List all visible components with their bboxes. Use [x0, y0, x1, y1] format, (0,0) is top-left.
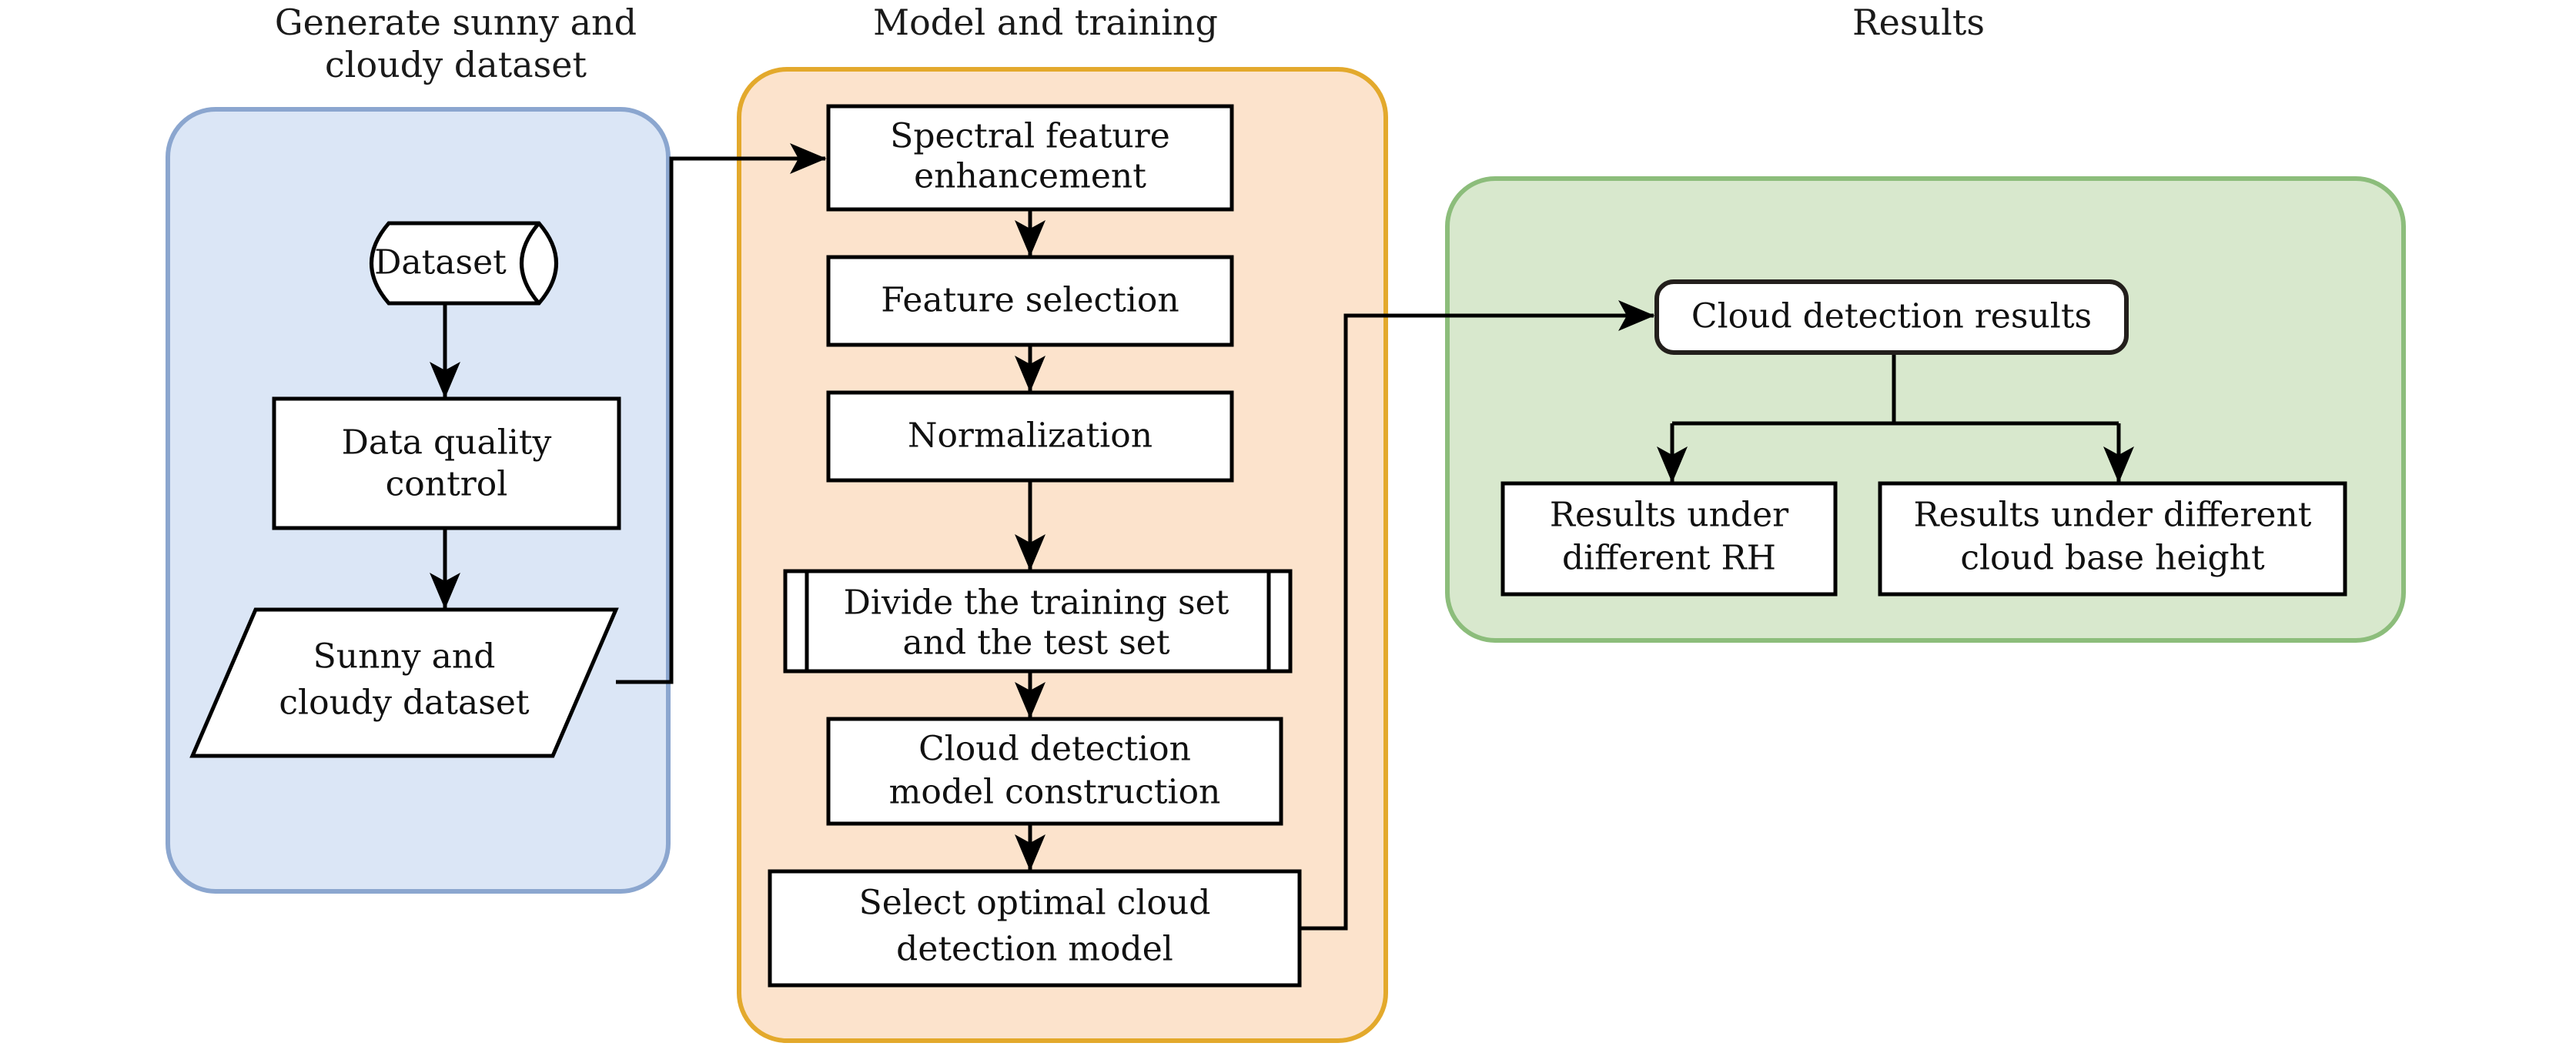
results-rh-label-line1: Results under [1550, 496, 1789, 535]
select-optimal-model-label-line1: Select optimal cloud [859, 884, 1211, 923]
model-construction-label-line2: model construction [889, 773, 1221, 812]
model-construction-label-line1: Cloud detection [918, 730, 1191, 769]
panel-generate-title-line2: cloudy dataset [325, 44, 587, 85]
feature-selection-label: Feature selection [881, 281, 1179, 320]
panel-generate-title-line1: Generate sunny and [275, 2, 637, 43]
data-quality-control-label-line1: Data quality [342, 423, 552, 463]
sunny-cloudy-dataset-label-line2: cloudy dataset [279, 684, 529, 723]
spectral-feature-enhancement-label-line1: Spectral feature [890, 117, 1170, 156]
normalization-box [826, 390, 1234, 483]
node-spectral-feature-enhancement[interactable]: Spectral feature enhancement [826, 104, 1234, 212]
spectral-feature-enhancement-label-line2: enhancement [914, 157, 1146, 196]
node-results-cbh[interactable]: Results under different cloud base heigh… [1878, 481, 2347, 597]
node-normalization[interactable]: Normalization [826, 390, 1234, 483]
data-quality-control-label-line2: control [386, 465, 508, 504]
normalization-label: Normalization [908, 416, 1153, 456]
feature-selection-box [826, 255, 1234, 347]
node-data-quality-control[interactable]: Data quality control [272, 396, 621, 530]
data-quality-control-box [272, 396, 621, 530]
node-feature-selection[interactable]: Feature selection [826, 255, 1234, 347]
panel-results-title-line1: Results [1852, 2, 1985, 43]
panel-model-title-line1: Model and training [873, 2, 1218, 43]
dataset-cylinder-cap [520, 222, 540, 305]
connector-select-optimal-model-to-cloud-detection-results [1300, 300, 1655, 931]
cloud-detection-results-box [1654, 279, 2129, 355]
select-optimal-model-box [768, 869, 1302, 988]
connector-sunny-cloudy-dataset-to-spectral-feature-enhancement [616, 143, 827, 684]
divide-sets-box [783, 569, 1293, 674]
divide-sets-label-line1: Divide the training set [844, 583, 1229, 623]
results-cbh-label-line1: Results under different [1914, 496, 2312, 535]
spectral-feature-enhancement-box [826, 104, 1234, 212]
divide-sets-label-line2: and the test set [902, 623, 1169, 663]
node-divide-sets[interactable]: Divide the training set and the test set [783, 569, 1293, 674]
select-optimal-model-label-line2: detection model [896, 930, 1173, 969]
node-results-rh[interactable]: Results under different RH [1500, 481, 1838, 597]
results-rh-box [1500, 481, 1838, 597]
node-cloud-detection-results[interactable]: Cloud detection results [1654, 279, 2129, 355]
results-cbh-box [1878, 481, 2347, 597]
node-model-construction[interactable]: Cloud detection model construction [826, 717, 1283, 826]
results-rh-label-line2: different RH [1562, 539, 1776, 578]
node-select-optimal-model[interactable]: Select optimal cloud detection model [768, 869, 1302, 988]
cloud-detection-results-label: Cloud detection results [1691, 297, 2092, 336]
sunny-cloudy-dataset-parallelogram [189, 607, 619, 758]
node-sunny-cloudy-dataset[interactable]: Sunny and cloudy dataset [189, 607, 619, 758]
sunny-cloudy-dataset-label-line1: Sunny and [313, 637, 496, 677]
results-cbh-label-line2: cloud base height [1960, 539, 2265, 578]
node-dataset[interactable]: Dataset [370, 221, 558, 306]
model-construction-box [826, 717, 1283, 826]
dataset-label: Dataset [374, 243, 507, 282]
